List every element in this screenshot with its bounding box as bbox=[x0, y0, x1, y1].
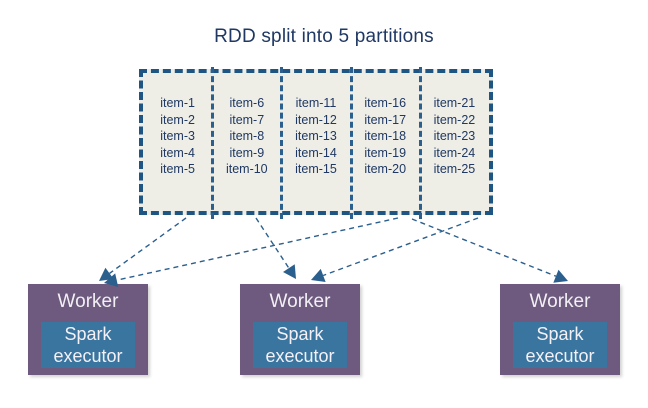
list-item: item-6 bbox=[229, 96, 265, 110]
executor-label-line2: executor bbox=[53, 346, 123, 366]
list-item: item-15 bbox=[295, 162, 337, 176]
partition-1: item-1 item-2 item-3 item-4 item-5 bbox=[143, 73, 212, 211]
worker-label: Worker bbox=[529, 291, 591, 312]
list-item: item-13 bbox=[295, 129, 337, 143]
executor-label-line2: executor bbox=[265, 346, 335, 366]
partition-1-to-worker-1-line bbox=[109, 217, 187, 274]
list-item: item-23 bbox=[433, 129, 476, 143]
list-item: item-16 bbox=[364, 96, 407, 110]
executor-label-line1: Spark bbox=[536, 324, 584, 344]
partition-3: item-11 item-12 item-13 item-14 item-15 bbox=[280, 67, 350, 219]
partition-5-to-worker-2-arrowhead bbox=[311, 268, 326, 283]
rdd-container: item-1 item-2 item-3 item-4 item-5 item-… bbox=[139, 67, 493, 219]
list-item: item-3 bbox=[160, 129, 195, 143]
worker-label: Worker bbox=[269, 291, 331, 312]
list-item: item-24 bbox=[433, 145, 476, 160]
worker-node-3: Worker Spark executor bbox=[500, 284, 620, 375]
partition-4-to-worker-3-arrowhead bbox=[553, 269, 568, 283]
partition-5-to-worker-2-line bbox=[322, 217, 479, 277]
partition-5: item-21 item-22 item-23 item-24 item-25 bbox=[418, 67, 489, 219]
list-item: item-17 bbox=[364, 112, 407, 127]
spark-executor-3: Spark executor bbox=[513, 322, 607, 368]
list-item: item-11 bbox=[295, 96, 337, 110]
list-item: item-1 bbox=[160, 96, 195, 110]
list-item: item-21 bbox=[433, 96, 476, 110]
worker-node-1: Worker Spark executor bbox=[28, 284, 148, 375]
list-item: item-25 bbox=[433, 162, 476, 176]
list-item: item-12 bbox=[295, 112, 337, 127]
partition-4-to-worker-3-line bbox=[411, 218, 557, 277]
list-item: item-22 bbox=[433, 112, 476, 127]
partition-4-to-worker-1-line bbox=[116, 217, 399, 281]
page-title: RDD split into 5 partitions bbox=[214, 26, 434, 47]
list-item: item-19 bbox=[364, 145, 407, 160]
partition-2: item-6 item-7 item-8 item-9 item-10 bbox=[211, 67, 281, 219]
spark-executor-2: Spark executor bbox=[253, 322, 347, 368]
list-item: item-5 bbox=[160, 162, 195, 176]
list-item: item-2 bbox=[160, 112, 195, 127]
list-item: item-8 bbox=[229, 129, 265, 143]
partition-4: item-16 item-17 item-18 item-19 item-20 bbox=[349, 67, 420, 219]
executor-label-line2: executor bbox=[525, 346, 595, 366]
list-item: item-9 bbox=[229, 145, 265, 160]
spark-executor-1: Spark executor bbox=[41, 322, 135, 368]
partition-3-to-worker-2-arrowhead bbox=[283, 264, 296, 279]
partition-3-to-worker-2-line bbox=[255, 217, 290, 269]
executor-label-line1: Spark bbox=[64, 324, 112, 344]
list-item: item-4 bbox=[160, 145, 195, 160]
executor-label-line1: Spark bbox=[276, 324, 324, 344]
worker-node-2: Worker Spark executor bbox=[240, 284, 360, 375]
partition-1-to-worker-1-arrowhead bbox=[99, 267, 114, 281]
list-item: item-14 bbox=[295, 145, 337, 160]
list-item: item-10 bbox=[225, 162, 268, 176]
list-item: item-7 bbox=[229, 112, 265, 127]
worker-label: Worker bbox=[57, 291, 119, 312]
list-item: item-18 bbox=[364, 129, 407, 143]
list-item: item-20 bbox=[364, 162, 407, 176]
